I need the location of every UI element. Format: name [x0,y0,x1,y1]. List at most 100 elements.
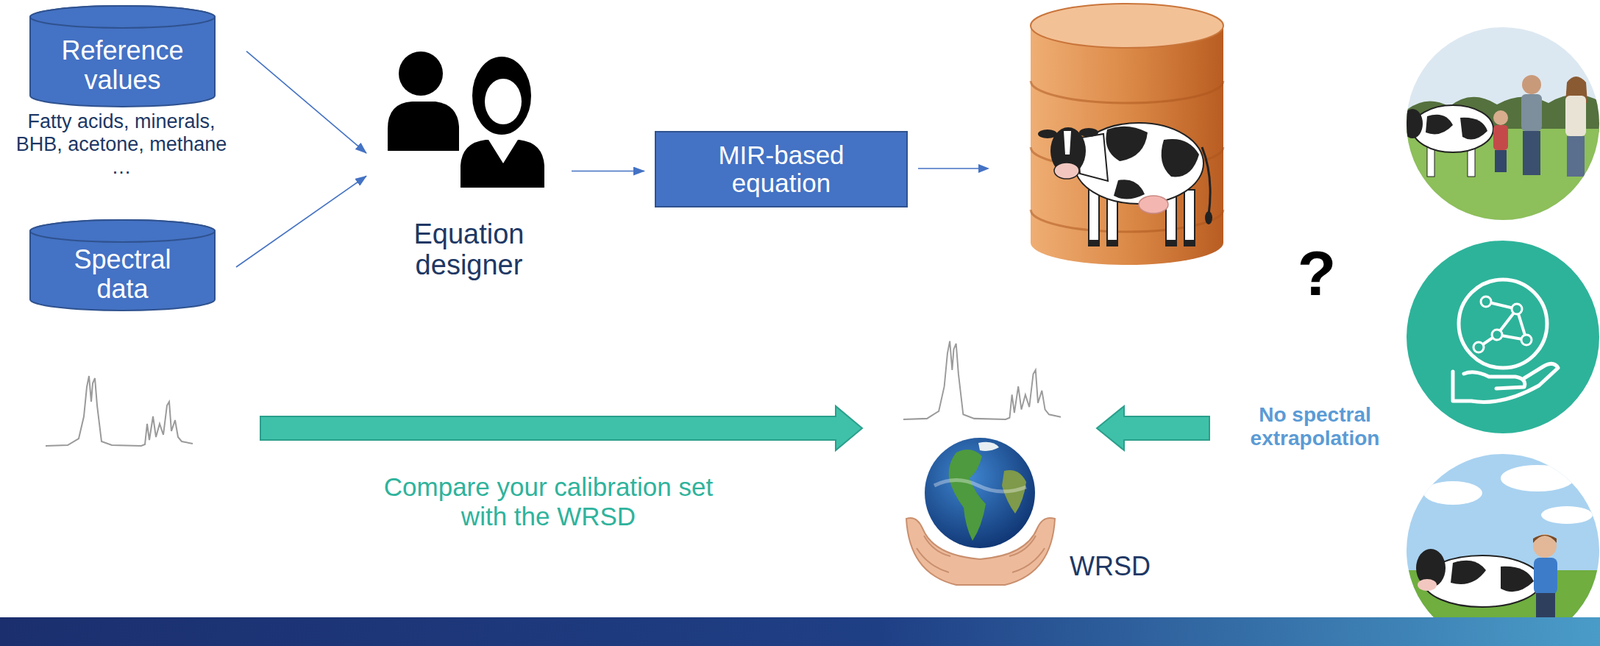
cow-database-part [1074,122,1204,204]
flow-arrow-part [918,167,979,170]
icon-circle-part [1473,342,1484,353]
cow-database-part [1079,128,1099,137]
caption-text: Compare your calibration set with the WR… [370,472,727,532]
person-icon-part [398,51,443,96]
photo-circle-part [1565,95,1587,137]
globe-icon-part [948,449,986,541]
icon-circle-part [1511,303,1523,315]
globe-icon-part [916,535,1045,573]
cow-database-part [1088,189,1100,246]
person-icon [387,51,546,190]
globe-icon-part [934,480,1027,493]
photo-circle-part [1522,130,1541,176]
question-mark: ? [1283,236,1350,310]
photo-circle-part [1500,566,1534,592]
photo-circle-part [1566,136,1585,177]
cow-database-part [1030,80,1224,103]
icon-circle-part [1480,296,1492,307]
cow-database-part [1107,239,1118,246]
connector-arrow [246,51,367,154]
cow-database-part [1030,25,1224,265]
photo-circle-part [1521,94,1542,131]
globe-node: WRSD [901,434,1155,586]
spectrum-line [903,341,1061,420]
photo-circle-part [1533,557,1558,595]
node-text: Spectral data [47,244,198,304]
database-cylinder: Reference values [29,5,216,108]
cow-database-part [1063,130,1072,155]
person-icon-part [484,78,522,125]
cow-database-part [1161,139,1200,178]
photo-circle [1402,26,1600,221]
node-text: Equation designer [386,219,552,282]
photo-circle-part [1522,75,1542,95]
globe-icon-part [924,437,1036,549]
compare-arrow [1096,406,1210,451]
connector-arrow [571,170,645,173]
person-icon-part [387,101,460,151]
cow-database-part [1030,3,1224,48]
icon-circle-part [1478,301,1527,348]
icon-circle [1406,240,1600,434]
person-node: Equation designer [367,40,571,287]
person-icon-part [459,138,546,190]
person-icon-part [470,55,533,137]
cow-database-part [1138,195,1169,214]
cow-database-part [1165,239,1177,246]
photo-circle-part [1405,453,1600,646]
spectrum-line-part [903,341,1061,420]
cylinder-top [30,5,215,28]
note-text: No spectral extrapolation [1235,403,1395,451]
node-text: MIR-based equation [676,141,887,198]
cow-database-part [1204,211,1213,225]
photo-circle-part [1425,114,1453,135]
person-icon-part [488,139,518,164]
cow-database-part [1184,239,1195,246]
node-text: WRSD [1069,551,1151,582]
cow-database-part [1105,126,1148,162]
photo-circle-part [1450,560,1486,585]
process-box: MIR-based equation [654,130,908,208]
flow-arrow [918,164,990,173]
photo-circle-part [1412,105,1494,153]
globe-icon-part [978,442,999,451]
spectrum-line [45,375,193,446]
flow-arrow-part [978,164,990,173]
icon-circle-part [1406,240,1600,434]
cow-database-part [1113,179,1145,199]
node-text: Reference values [47,36,198,95]
photo-circle-part [1500,464,1575,492]
spectrum-line-part [45,375,193,446]
note-text: Fatty acids, minerals, BHB, acetone, met… [11,110,232,179]
cow-database [1030,3,1224,265]
database-cylinder: Spectral data [29,219,216,312]
photo-circle-part [1402,108,1423,139]
cylinder-body [30,5,215,107]
photo-circle-part [1533,534,1557,558]
photo-circle-part [1493,125,1509,151]
cow-database-part [1088,239,1100,246]
icon-circle-part [1458,279,1548,368]
icon-circle-part [1491,329,1503,340]
photo-circle-part [1417,578,1437,591]
photo-circle-part [1405,26,1600,221]
cow-database-part [1054,162,1080,179]
photo-circle-part [1533,534,1557,543]
photo-circle [1405,453,1600,646]
photo-circle-part [1541,506,1593,524]
cow-database-part [1184,189,1195,246]
icon-circle-part [1452,363,1559,402]
cylinder-body [30,219,215,311]
footer-bar [0,617,1600,646]
cylinder-top [30,219,215,243]
photo-circle-part [1494,150,1507,173]
globe-icon [906,437,1055,585]
photo-circle-part [1423,481,1483,505]
icon-circle-part [1521,334,1532,346]
photo-circle-part [1460,117,1488,140]
compare-arrow [260,406,863,451]
photo-circle-part [1493,110,1509,126]
